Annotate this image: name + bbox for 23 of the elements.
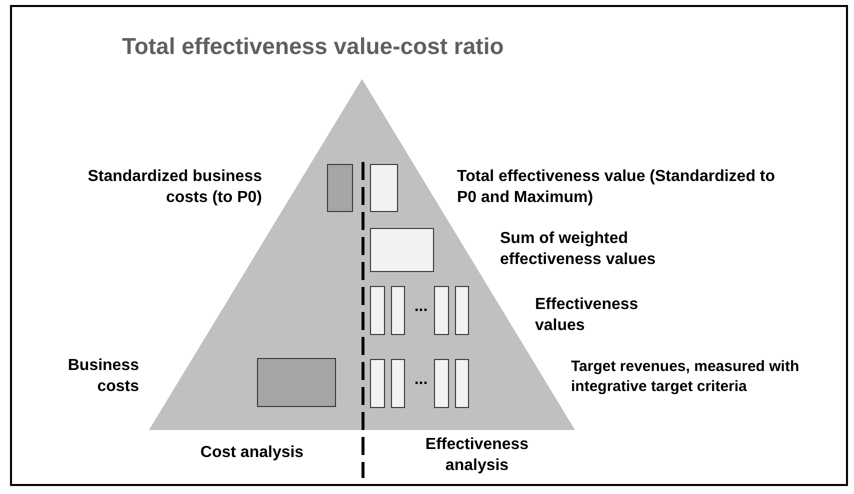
text-label: Standardized business costs (to P0) — [86, 167, 262, 208]
text-label: Business costs — [66, 356, 139, 397]
value-bar — [370, 228, 434, 272]
text-label: Effectiveness analysis — [424, 435, 530, 476]
value-bar — [455, 359, 469, 408]
text-label: Effectiveness values — [535, 295, 640, 336]
value-bar — [370, 359, 385, 408]
text-label: Target revenues, measured with integrative target criteria — [571, 357, 800, 396]
value-bar — [434, 286, 449, 335]
text-label: Total effectiveness value (Standardized to P0 and Maximum) — [457, 167, 776, 208]
value-bar — [391, 286, 405, 335]
value-bar — [455, 286, 469, 335]
text-label: Sum of weighted effectiveness values — [500, 229, 657, 270]
value-bar — [434, 359, 449, 408]
value-bar — [370, 286, 385, 335]
text-label: ... — [413, 370, 429, 390]
cost-bar — [327, 164, 353, 212]
cost-bar — [257, 358, 336, 407]
diagram-title: Total effectiveness value-cost ratio — [122, 33, 504, 60]
value-bar — [370, 164, 398, 212]
value-bar — [391, 359, 405, 408]
text-label: ... — [413, 297, 429, 317]
text-label: Cost analysis — [199, 443, 305, 463]
